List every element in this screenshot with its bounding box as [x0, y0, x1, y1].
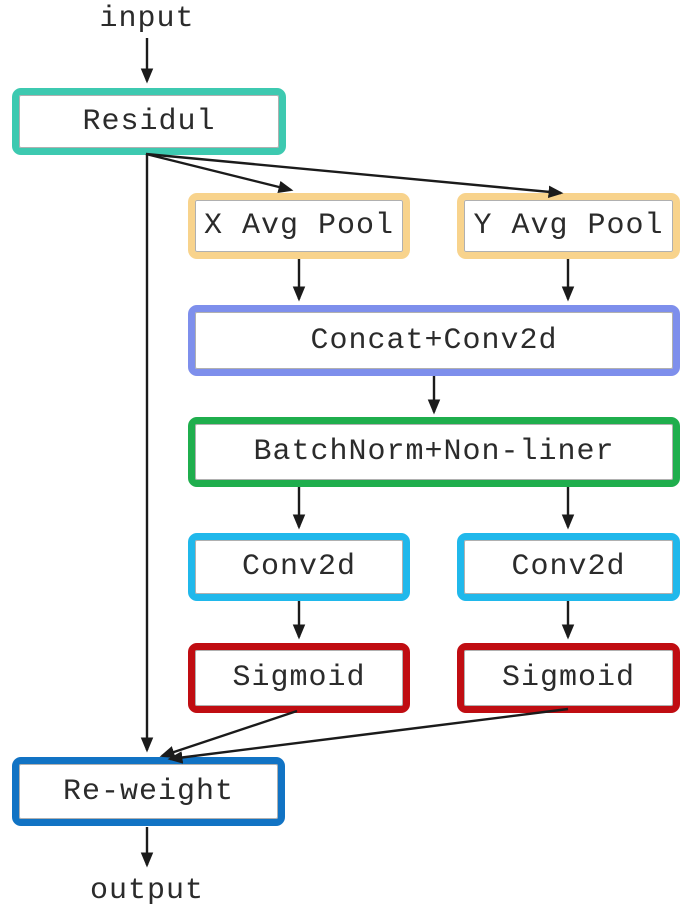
node-sigmoid-right: Sigmoid	[457, 643, 680, 713]
node-batchnorm-nonlinear-label: BatchNorm+Non-liner	[253, 435, 615, 469]
node-x-avg-pool: X Avg Pool	[188, 193, 410, 259]
node-reweight-label: Re-weight	[62, 774, 235, 809]
edge-residual-to-x-avg-pool	[145, 152, 294, 194]
node-batchnorm-nonlinear: BatchNorm+Non-liner	[188, 417, 680, 487]
node-sigmoid-left: Sigmoid	[188, 643, 410, 713]
input-label: input	[99, 2, 195, 36]
node-conv2d-right-label: Conv2d	[511, 550, 626, 584]
node-conv2d-left: Conv2d	[188, 533, 410, 601]
output-label: output	[89, 874, 205, 908]
node-y-avg-pool: Y Avg Pool	[457, 193, 680, 259]
node-conv2d-left-label: Conv2d	[241, 550, 357, 584]
node-conv2d-right: Conv2d	[457, 533, 680, 601]
node-residual: Residul	[12, 88, 286, 155]
edge-sigmoid-right-to-reweight	[167, 707, 569, 764]
node-sigmoid-left-label: Sigmoid	[232, 661, 366, 695]
node-residual-label: Residul	[82, 104, 216, 139]
node-y-avg-pool-label: Y Avg Pool	[473, 209, 664, 243]
node-sigmoid-right-label: Sigmoid	[501, 661, 636, 695]
node-concat-conv2d-label: Concat+Conv2d	[310, 323, 558, 358]
node-reweight: Re-weight	[12, 757, 285, 826]
node-concat-conv2d: Concat+Conv2d	[188, 305, 680, 376]
edge-residual-to-y-avg-pool	[145, 152, 564, 199]
node-x-avg-pool-label: X Avg Pool	[203, 209, 395, 243]
edge-sigmoid-left-to-reweight	[159, 709, 298, 758]
